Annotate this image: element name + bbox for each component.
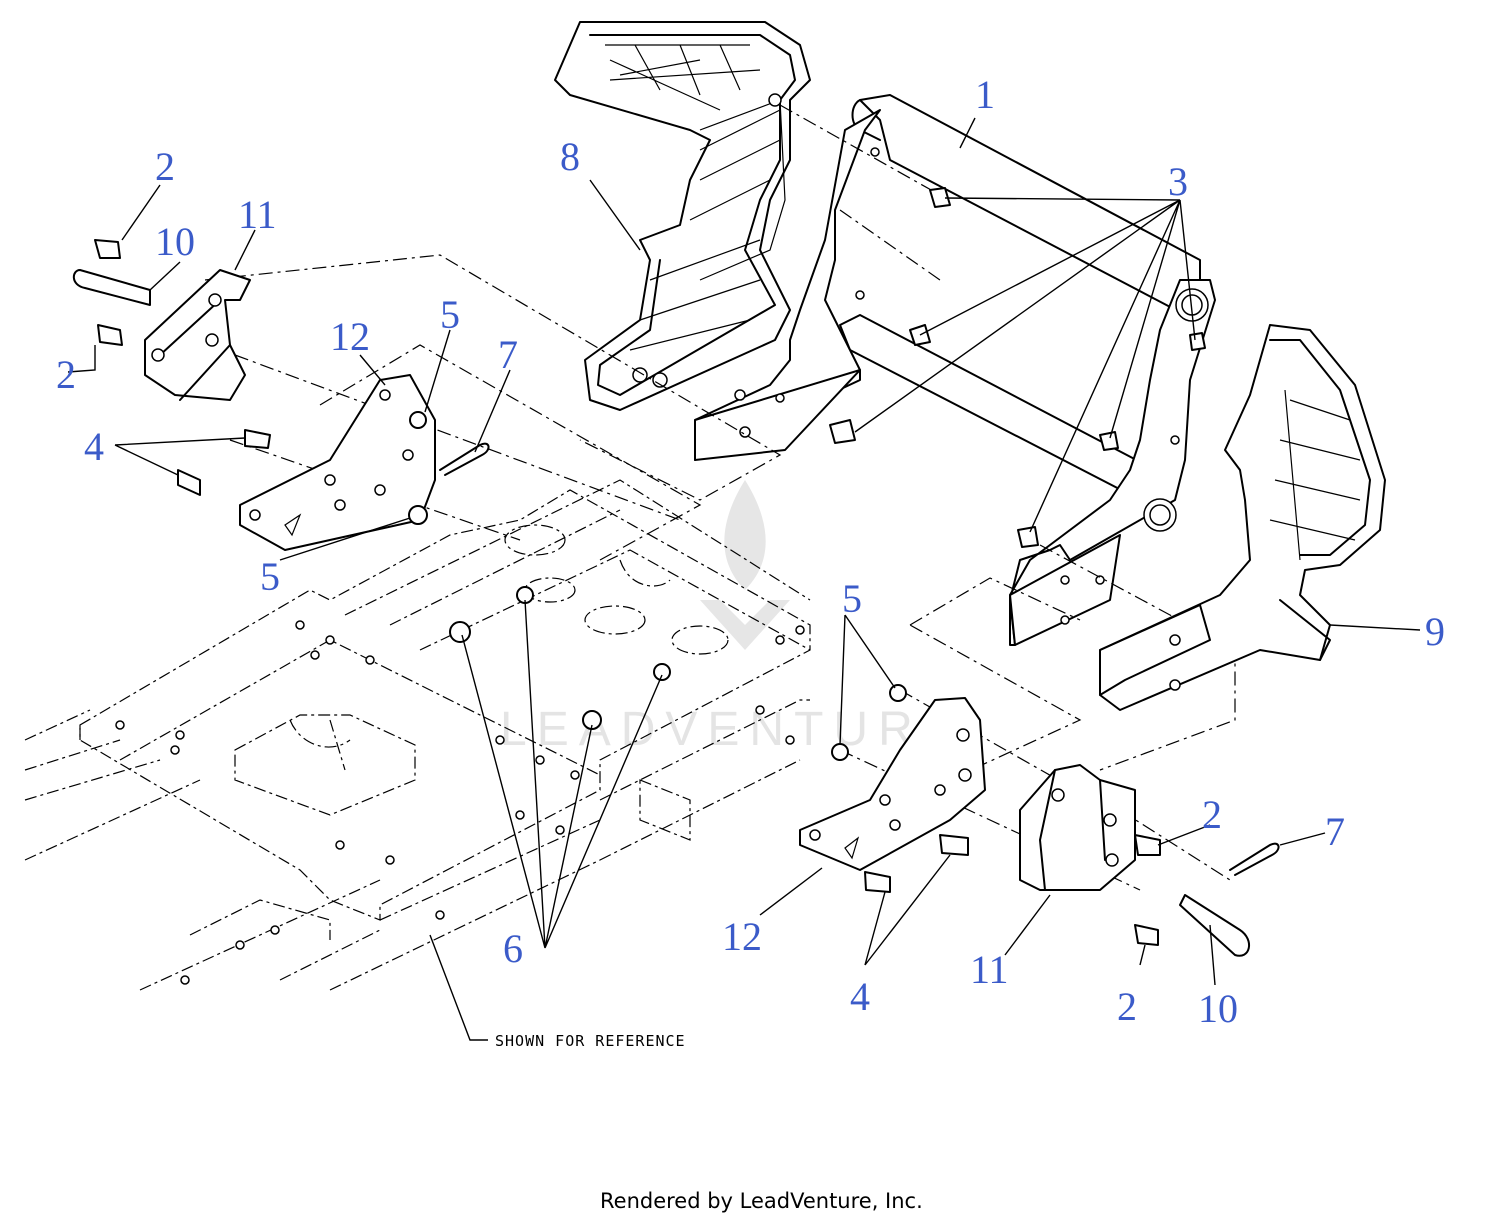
- watermark: LEADVENTURE: [500, 480, 965, 756]
- callout-11-left: 11: [238, 192, 277, 237]
- callout-2-top-left: 2: [155, 144, 175, 189]
- callout-8: 8: [560, 134, 580, 179]
- part-left-mount-11: [144, 269, 251, 401]
- callout-9: 9: [1425, 609, 1445, 654]
- callout-1: 1: [975, 72, 995, 117]
- part-right-mount-11: [1019, 764, 1136, 891]
- callout-11-right: 11: [970, 947, 1009, 992]
- part-left-grille: [554, 21, 811, 411]
- reference-note: SHOWN FOR REFERENCE: [495, 1032, 686, 1050]
- callout-2-left: 2: [56, 352, 76, 397]
- callout-5-bottom: 5: [260, 554, 280, 599]
- callout-2-right: 2: [1202, 792, 1222, 837]
- callout-2-bottom: 2: [1117, 984, 1137, 1029]
- callout-4-right: 4: [850, 974, 870, 1019]
- callout-7-right: 7: [1325, 809, 1345, 854]
- callout-4-left: 4: [84, 424, 104, 469]
- callout-10-right: 10: [1198, 986, 1238, 1031]
- callout-12-right: 12: [722, 914, 762, 959]
- leader-lines: [67, 117, 1421, 1041]
- part-left-plate-12: [239, 374, 436, 551]
- callouts: 1 2 2 2 2 3 4 4 5 5 5 6 7 7 8 9 10 10 11…: [56, 72, 1445, 1031]
- footer-credit: Rendered by LeadVenture, Inc.: [600, 1189, 923, 1213]
- callout-10-left: 10: [155, 219, 195, 264]
- part-right-grille: [1099, 324, 1386, 711]
- part-main-bar: [694, 94, 1216, 646]
- callout-7-left: 7: [498, 332, 518, 377]
- callout-3: 3: [1168, 159, 1188, 204]
- frame-reference: [24, 479, 811, 991]
- watermark-text: LEADVENTURE: [500, 703, 965, 756]
- callout-12-left: 12: [330, 314, 370, 359]
- callout-5-right: 5: [842, 576, 862, 621]
- frame-holes: [115, 620, 805, 985]
- part-right-plate-12: [799, 697, 986, 871]
- fasteners: [72, 187, 1280, 957]
- callout-5-top: 5: [440, 292, 460, 337]
- callout-6: 6: [503, 926, 523, 971]
